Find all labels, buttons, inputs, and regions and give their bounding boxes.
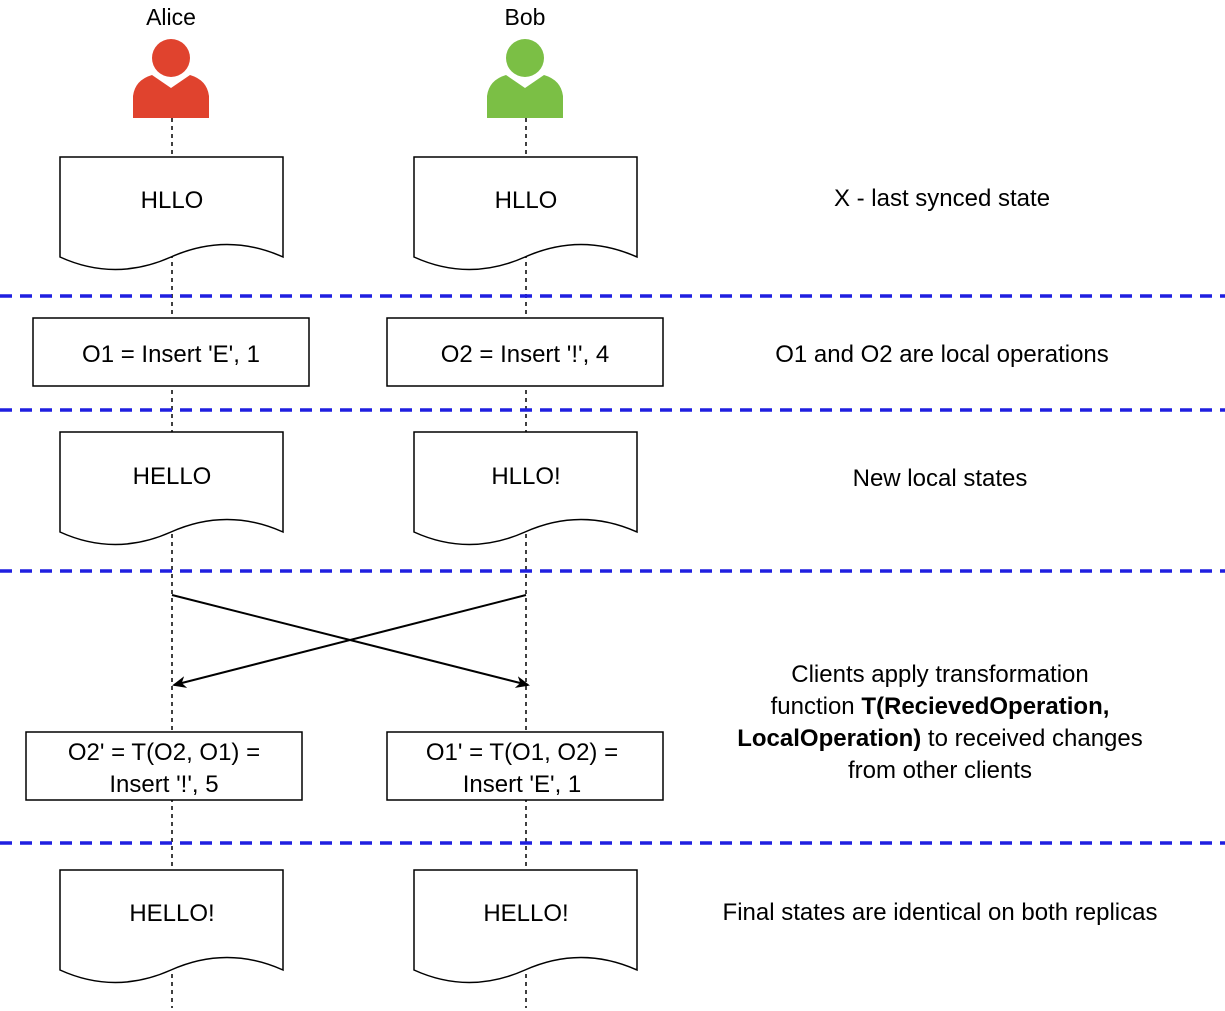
alice-local-document: HELLO: [59, 431, 284, 546]
user-icon: [133, 39, 209, 118]
bob-transformed-line1: O1' = T(O1, O2) =: [426, 739, 618, 766]
note-local-operations: O1 and O2 are local operations: [775, 341, 1109, 368]
bob-final-document: HELLO!: [413, 869, 638, 984]
note-transformation-line2: function T(RecievedOperation,: [771, 693, 1110, 720]
note-transformation-line2-prefix: function: [771, 693, 862, 720]
actor-bob-name: Bob: [505, 4, 546, 30]
user-icon: [487, 39, 563, 118]
note-transformation-line2-bold: T(RecievedOperation,: [861, 693, 1109, 720]
phase-separators: [0, 294, 1225, 845]
note-transformation-line3-suffix: to received changes: [921, 725, 1142, 752]
bob-operation: O2 = Insert '!', 4: [441, 341, 610, 368]
bob-to-alice-message: [172, 594, 527, 688]
note-transformation-line3-bold: LocalOperation): [737, 725, 921, 752]
bob-local-state: HLLO!: [491, 463, 560, 490]
bob-synced-state: HLLO: [495, 187, 558, 214]
bob-final-state: HELLO!: [483, 900, 568, 927]
note-final-states: Final states are identical on both repli…: [723, 899, 1158, 926]
note-transformation-line3: LocalOperation) to received changes: [737, 725, 1143, 752]
actor-alice: Alice: [133, 4, 209, 118]
alice-final-state: HELLO!: [129, 900, 214, 927]
actor-bob: Bob: [487, 4, 563, 118]
alice-local-state: HELLO: [133, 463, 212, 490]
actor-alice-name: Alice: [146, 4, 196, 30]
bob-transformed-box: O1' = T(O1, O2) = Insert 'E', 1: [386, 731, 664, 801]
bob-operation-box: O2 = Insert '!', 4: [386, 317, 664, 387]
alice-operation-box: O1 = Insert 'E', 1: [32, 317, 310, 387]
note-new-local-states: New local states: [853, 465, 1028, 492]
alice-transformed-line2: Insert '!', 5: [109, 771, 218, 798]
note-synced-state: X - last synced state: [834, 185, 1050, 212]
note-transformation-line4: from other clients: [848, 757, 1032, 784]
bob-transformed-line2: Insert 'E', 1: [463, 771, 582, 798]
note-transformation-line1: Clients apply transformation: [791, 661, 1088, 688]
alice-synced-state: HLLO: [141, 187, 204, 214]
note-transformation: Clients apply transformation function T(…: [737, 661, 1143, 784]
alice-transformed-line1: O2' = T(O2, O1) =: [68, 739, 260, 766]
alice-operation: O1 = Insert 'E', 1: [82, 341, 260, 368]
alice-final-document: HELLO!: [59, 869, 284, 984]
alice-transformed-box: O2' = T(O2, O1) = Insert '!', 5: [25, 731, 303, 801]
alice-synced-document: HLLO: [59, 156, 284, 271]
bob-local-document: HLLO!: [413, 431, 638, 546]
bob-synced-document: HLLO: [413, 156, 638, 271]
